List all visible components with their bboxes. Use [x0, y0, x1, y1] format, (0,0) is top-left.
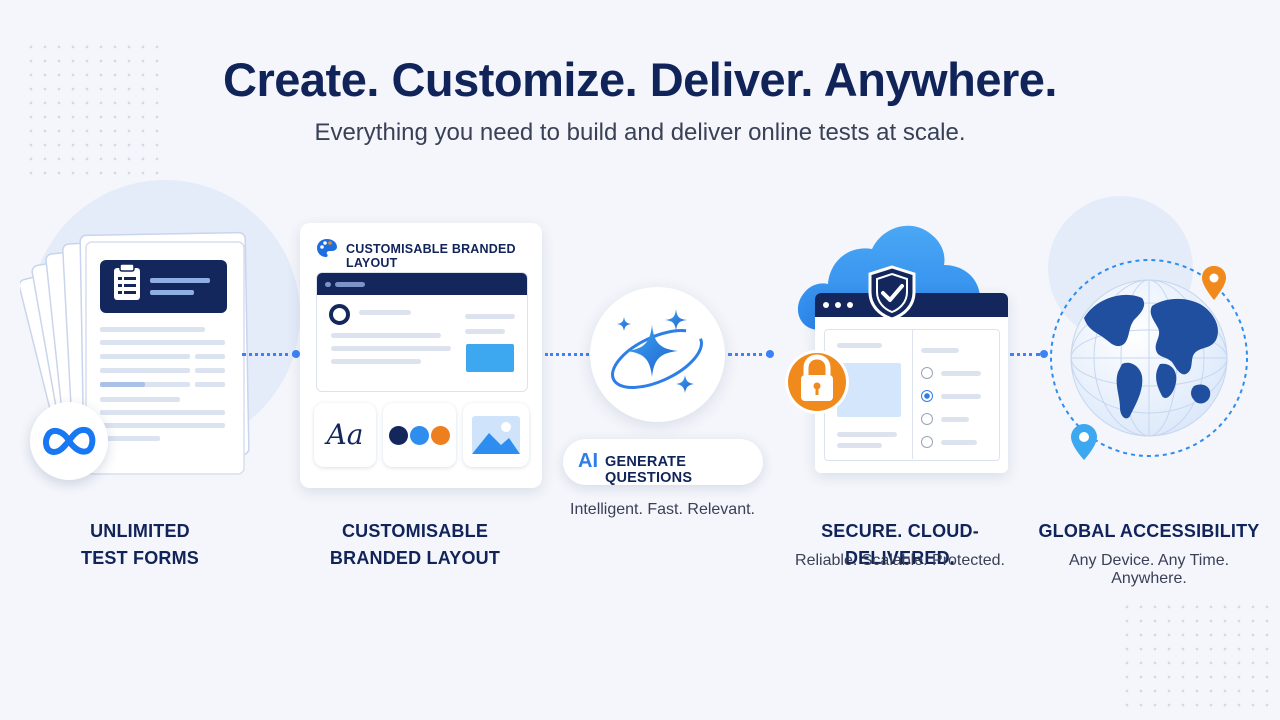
- feature-3-subtitle: Intelligent. Fast. Relevant.: [570, 501, 755, 518]
- layout-preview-header-bar: [317, 273, 527, 295]
- feature-5-title: GLOBAL ACCESSIBILITY: [1038, 521, 1260, 541]
- content-line: [941, 394, 981, 399]
- globe-icon: [1050, 259, 1248, 460]
- content-line: [941, 371, 981, 376]
- location-pin-blue: [1071, 424, 1097, 460]
- padlock-icon: [785, 350, 849, 414]
- connector-3: [728, 353, 770, 356]
- feature-1-title-line1: UNLIMITED: [90, 521, 190, 541]
- window-dot: [847, 302, 853, 308]
- avatar-circle: [329, 304, 350, 325]
- content-line: [941, 417, 969, 422]
- connector-1-dot: [292, 350, 300, 358]
- content-line: [941, 440, 977, 445]
- preview-line: [465, 329, 505, 334]
- connector-3-dot: [766, 350, 774, 358]
- radio-option-1[interactable]: [921, 367, 933, 379]
- feature-2-title: CUSTOMISABLE BRANDED LAYOUT: [320, 518, 510, 572]
- meta-logo-badge: [30, 402, 108, 480]
- sparkle-icon: [611, 309, 703, 393]
- padlock-badge: [784, 342, 850, 418]
- page-subtitle: Everything you need to build and deliver…: [314, 119, 966, 146]
- preview-line: [331, 359, 421, 364]
- font-sample-text: Aa: [326, 418, 364, 451]
- content-line: [921, 348, 959, 353]
- dot-grid-top-left: [24, 40, 164, 180]
- feature-4-subtitle: Reliable. Scalable. Protected.: [795, 552, 1005, 569]
- palette-icon: [317, 239, 337, 257]
- content-line: [837, 432, 897, 437]
- swatch-dark-circle: [389, 426, 408, 445]
- window-dot: [835, 302, 841, 308]
- feature-unlimited-test-forms: [20, 180, 300, 490]
- feature-4-title: SECURE. CLOUD-DELIVERED.: [821, 521, 979, 568]
- feature-2-title-line1: CUSTOMISABLE: [341, 521, 489, 541]
- feature-1-title: UNLIMITED TEST FORMS: [60, 518, 220, 572]
- content-line: [837, 443, 882, 448]
- generate-questions-pill[interactable]: AI GENERATE QUESTIONS: [563, 439, 763, 486]
- image-icon: [472, 416, 520, 454]
- connector-1: [242, 353, 296, 356]
- connector-4: [1010, 353, 1040, 356]
- image-swatch: [463, 403, 529, 467]
- preview-line: [331, 346, 451, 351]
- header-line: [335, 282, 365, 287]
- typography-swatch: Aa: [314, 403, 376, 467]
- feature-1-title-line2: TEST FORMS: [81, 548, 199, 568]
- preview-blue-button: [466, 344, 514, 372]
- location-pin-orange: [1202, 266, 1226, 300]
- page-title: Create. Customize. Deliver. Anywhere.: [223, 53, 1057, 106]
- content-line: [837, 343, 882, 348]
- shield-check-icon: [868, 265, 916, 321]
- ai-sparkle-circle: [590, 287, 725, 422]
- window-dot: [823, 302, 829, 308]
- preview-line: [359, 310, 411, 315]
- feature-5-subtitle: Any Device. Any Time. Anywhere.: [1068, 552, 1230, 587]
- radio-option-2-selected[interactable]: [921, 390, 933, 402]
- swatch-blue-circle: [410, 426, 429, 445]
- preview-line: [331, 333, 441, 338]
- connector-2: [545, 353, 589, 356]
- radio-option-4[interactable]: [921, 436, 933, 448]
- content-divider: [912, 329, 913, 459]
- swatch-orange-circle: [431, 426, 450, 445]
- infinity-logo-icon: [43, 426, 96, 456]
- radio-option-3[interactable]: [921, 413, 933, 425]
- preview-line: [465, 314, 515, 319]
- branded-layout-card-label: CUSTOMISABLE BRANDED LAYOUT: [346, 242, 516, 270]
- dot-grid-bottom-right: [1120, 600, 1270, 710]
- color-swatch: [383, 403, 456, 467]
- generate-questions-label: GENERATE QUESTIONS: [605, 454, 693, 486]
- branded-layout-card: CUSTOMISABLE BRANDED LAYOUT Aa: [300, 223, 542, 488]
- header-dot: [325, 282, 331, 287]
- feature-2-title-line2: BRANDED LAYOUT: [329, 548, 501, 568]
- connector-4-dot: [1040, 350, 1048, 358]
- layout-preview-window: [316, 272, 528, 392]
- ai-prefix-label: AI: [578, 450, 598, 472]
